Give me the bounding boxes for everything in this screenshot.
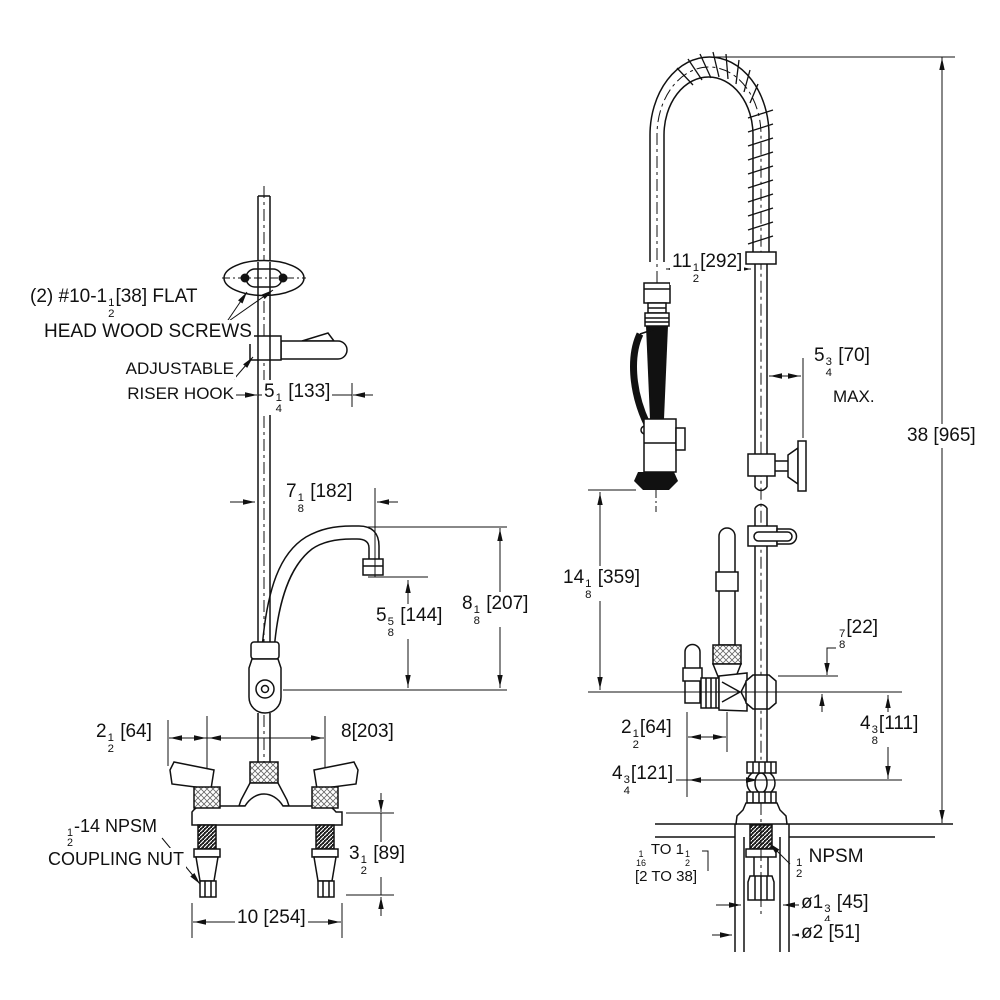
addon-spout xyxy=(711,527,743,685)
spring-guard xyxy=(676,51,774,245)
wall-max-note: MAX. xyxy=(831,386,877,408)
wall-bracket xyxy=(747,440,807,492)
flex-hose xyxy=(649,56,770,762)
swing-spout xyxy=(261,525,384,652)
left-figure xyxy=(161,186,507,938)
spout-nozzle xyxy=(362,558,384,576)
supply-shank-right xyxy=(745,803,777,916)
swivel-joint xyxy=(248,641,282,762)
hook-note-line2: RISER HOOK xyxy=(110,383,236,405)
faucet-body xyxy=(682,643,777,712)
screws-note-line2: HEAD WOOD SCREWS xyxy=(42,320,254,344)
dim-shank-diameter: ø134 [45] xyxy=(799,891,871,926)
handle-lever xyxy=(169,761,215,790)
hook-note-line1: ADJUSTABLE xyxy=(110,358,236,380)
dim-hole-diameter: ø2 [51] xyxy=(799,921,863,945)
right-figure xyxy=(588,51,955,952)
dim-faucet-centers: 8[203] xyxy=(339,720,396,744)
faucet-handles xyxy=(169,761,359,809)
swivel-union xyxy=(735,761,788,825)
supply-shanks xyxy=(193,824,339,898)
riser-hook xyxy=(249,332,348,361)
dim-overall-height: 38 [965] xyxy=(905,424,978,448)
riser-hook-right xyxy=(747,525,798,547)
spray-valve xyxy=(630,282,686,512)
dim-base-width: 10 [254] xyxy=(235,906,308,930)
spray-grip xyxy=(646,326,668,419)
coupling-note-line2: COUPLING NUT xyxy=(46,848,187,871)
counter-top xyxy=(655,823,953,952)
deck-thickness-line2: [2 TO 38] xyxy=(633,868,699,887)
spray-face xyxy=(634,472,678,490)
spray-lever xyxy=(630,332,651,426)
handle-lever xyxy=(313,761,359,790)
wall-plate xyxy=(222,259,306,297)
